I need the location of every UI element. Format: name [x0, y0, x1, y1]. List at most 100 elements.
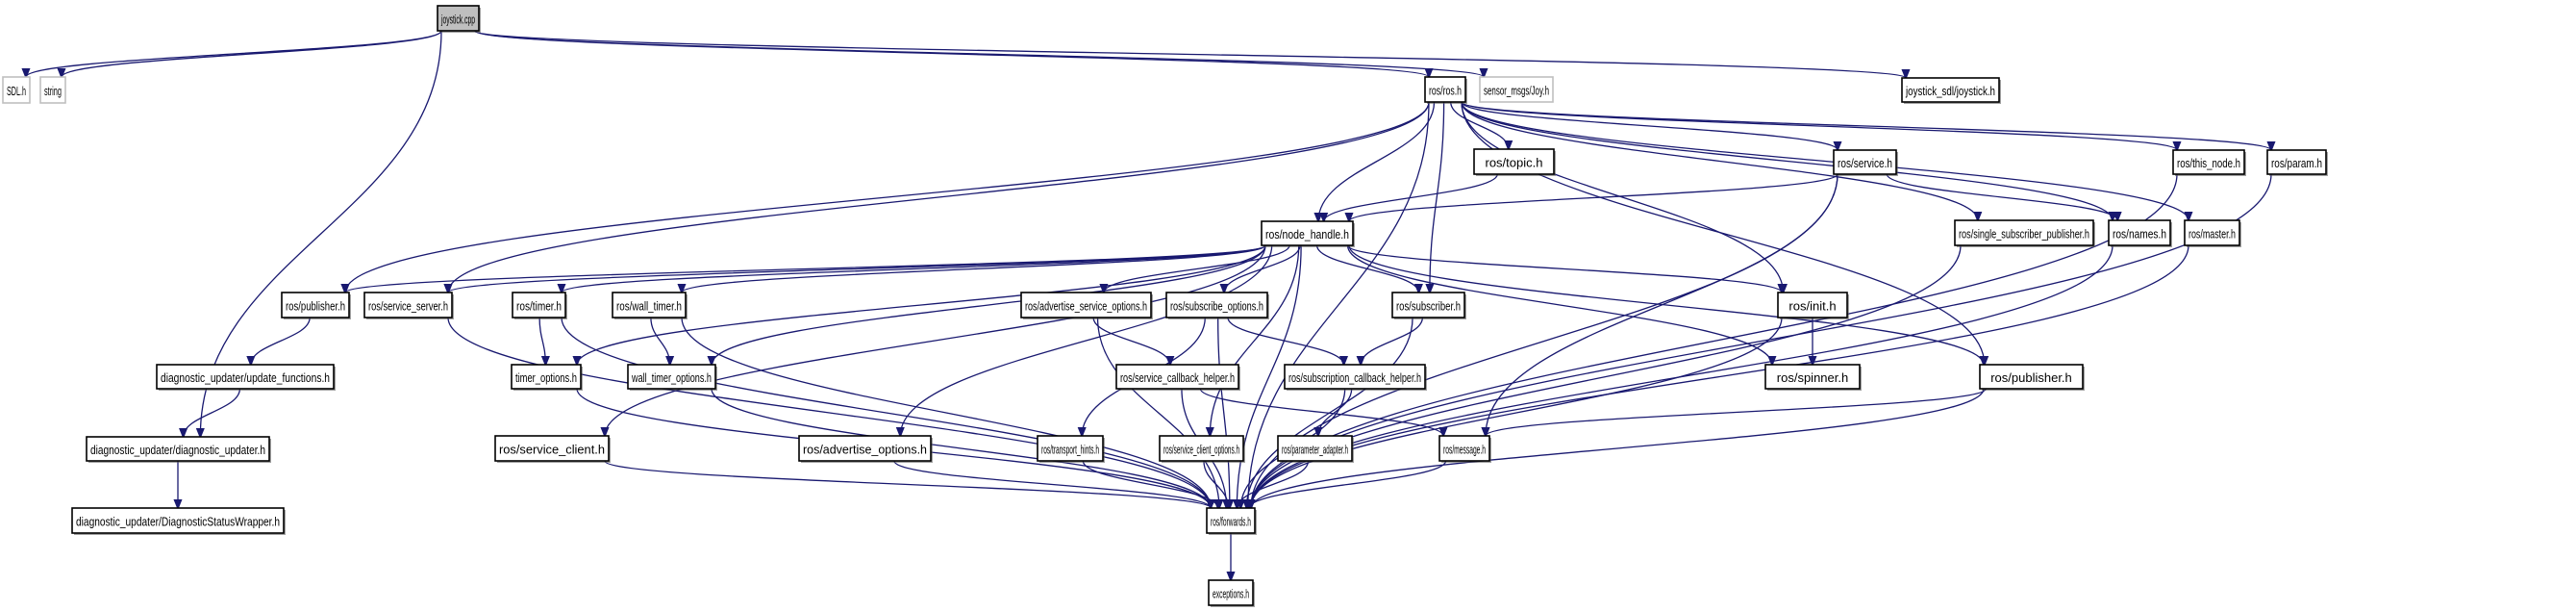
graph-node-adv-srv-opts-h[interactable]: ros/advertise_service_options.h	[1020, 292, 1153, 319]
graph-node-node-handle-h[interactable]: ros/node_handle.h	[1261, 220, 1355, 247]
node-box	[1979, 364, 2084, 390]
node-label: string	[44, 84, 62, 98]
graph-node-diag-updater-h[interactable]: diagnostic_updater/diagnostic_updater.h	[86, 436, 271, 463]
node-box	[798, 435, 932, 462]
node-label: ros/service.h	[1838, 156, 1892, 170]
node-label: timer_options.h	[515, 370, 577, 385]
graph-node-upd-funcs-h[interactable]: diagnostic_updater/update_functions.h	[156, 364, 336, 391]
graph-node-init-h[interactable]: ros/init.h	[1777, 292, 1849, 319]
graph-node-transport-hints-h[interactable]: ros/transport_hints.h	[1037, 435, 1105, 463]
node-box	[1764, 364, 1861, 390]
graph-node-forwards-h[interactable]: ros/forwards.h	[1206, 507, 1257, 535]
graph-node-sub-opts-h[interactable]: ros/subscribe_options.h	[1165, 292, 1269, 319]
node-box	[363, 292, 453, 318]
node-box	[1020, 292, 1152, 318]
graph-node-sub-cb-helper-h[interactable]: ros/subscription_callback_helper.h	[1284, 364, 1427, 391]
edge-ros_h-to-param_h	[1461, 101, 2271, 150]
graph-node-master-h[interactable]: ros/master.h	[2184, 219, 2241, 247]
node-label: ros/names.h	[2113, 227, 2166, 242]
node-box	[1284, 364, 1426, 390]
node-label: ros/timer.h	[516, 299, 562, 314]
edge-wall_timer_h-to-forwards_h	[681, 317, 1211, 508]
graph-node-service-server-h[interactable]: ros/service_server.h	[363, 292, 454, 319]
node-box	[1159, 435, 1244, 462]
node-box	[2, 76, 31, 104]
edge-subscriber_h-to-forwards_h	[1246, 317, 1413, 508]
edge-service_h-to-node_handle_h	[1349, 173, 1838, 221]
graph-node-ssp-h[interactable]: ros/single_subscriber_publisher.h	[1954, 219, 2095, 247]
graph-node-exceptions-h[interactable]: exceptions.h	[1208, 579, 1255, 607]
graph-node-joy-h: sensor_msgs/Joy.h	[1479, 76, 1554, 103]
edge-srv_client_opts_h-to-forwards_h	[1203, 460, 1229, 508]
graph-node-ros-h[interactable]: ros/ros.h	[1424, 76, 1467, 104]
node-label: ros/this_node.h	[2177, 156, 2240, 170]
node-box	[281, 292, 350, 318]
node-label: ros/master.h	[2188, 227, 2236, 242]
graph-node-joystick-h[interactable]: joystick_sdl/joystick.h	[1901, 77, 2001, 104]
edge-node_handle_h-to-timer_h	[562, 244, 1266, 293]
edge-joystick_cpp-to-joy_h	[474, 30, 1484, 77]
graph-node-spinner-h[interactable]: ros/spinner.h	[1764, 364, 1862, 391]
graph-node-wall-timer-opts-h[interactable]: wall_timer_options.h	[627, 364, 717, 391]
node-box	[1165, 292, 1268, 318]
node-box	[1833, 149, 1897, 175]
node-label: ros/topic.h	[1486, 156, 1543, 170]
node-label: ros/publisher.h	[1990, 370, 2072, 385]
node-box	[156, 364, 335, 390]
node-box	[494, 435, 610, 462]
edge-ros_h-to-publisher_r_h	[1461, 101, 1985, 365]
node-label: ros/service_client_options.h	[1163, 443, 1239, 457]
graph-node-topic-h[interactable]: ros/topic.h	[1473, 148, 1556, 176]
node-box	[1391, 292, 1465, 318]
node-box	[1424, 76, 1466, 103]
node-box	[511, 364, 582, 390]
node-label: ros/service_server.h	[368, 299, 448, 314]
node-label: ros/single_subscriber_publisher.h	[1959, 227, 2089, 242]
node-box	[512, 292, 566, 318]
graph-node-string: string	[39, 76, 66, 104]
edge-topic_h-to-node_handle_h	[1324, 173, 1498, 221]
edge-node_handle_h-to-wall_timer_opts_h	[712, 244, 1266, 365]
graph-node-names-h[interactable]: ros/names.h	[2108, 219, 2172, 247]
node-label: ros/advertise_options.h	[803, 443, 927, 457]
node-label: joystick_sdl/joystick.h	[1905, 84, 1995, 98]
graph-node-param-adapter-h[interactable]: ros/parameter_adapter.h	[1277, 435, 1354, 463]
edge-publisher_r_h-to-message_h	[1486, 388, 1987, 436]
graph-node-joystick-cpp[interactable]: joystick.cpp	[437, 5, 481, 33]
edge-joystick_cpp-to-string	[62, 30, 442, 77]
graph-node-publisher-l-h[interactable]: ros/publisher.h	[281, 292, 351, 319]
node-label: exceptions.h	[1213, 587, 1249, 601]
edge-service_client_h-to-forwards_h	[604, 460, 1211, 508]
edge-adv_srv_opts_h-to-forwards_h	[1096, 317, 1219, 508]
edge-ros_h-to-forwards_h	[1248, 101, 1430, 508]
graph-node-timer-h[interactable]: ros/timer.h	[512, 292, 567, 319]
graph-node-wall-timer-h[interactable]: ros/wall_timer.h	[612, 292, 688, 319]
graph-node-param-h[interactable]: ros/param.h	[2266, 149, 2328, 176]
edge-srv_cb_helper_h-to-message_h	[1199, 388, 1443, 436]
graph-node-service-h[interactable]: ros/service.h	[1833, 149, 1898, 176]
graph-node-service-client-h[interactable]: ros/service_client.h	[494, 435, 611, 463]
node-label: ros/service_client.h	[499, 443, 605, 457]
graph-node-timer-opts-h[interactable]: timer_options.h	[511, 364, 583, 391]
graph-node-srv-cb-helper-h[interactable]: ros/service_callback_helper.h	[1115, 364, 1240, 391]
graph-node-this-node-h[interactable]: ros/this_node.h	[2172, 149, 2246, 176]
node-box	[437, 5, 480, 32]
edge-joystick_cpp-to-ros_h	[474, 30, 1429, 77]
graph-node-srv-client-opts-h[interactable]: ros/service_client_options.h	[1159, 435, 1245, 463]
graph-node-publisher-r-h[interactable]: ros/publisher.h	[1979, 364, 2085, 391]
edge-node_handle_h-to-wall_timer_h	[682, 244, 1266, 293]
graph-node-message-h[interactable]: ros/message.h	[1438, 435, 1491, 463]
node-box	[1115, 364, 1239, 390]
node-box	[1777, 292, 1848, 318]
graph-node-diag-status-h[interactable]: diagnostic_updater/DiagnosticStatusWrapp…	[71, 507, 286, 535]
edge-joystick_cpp-to-sdl_h	[26, 30, 442, 77]
node-box	[1261, 220, 1354, 246]
graph-node-adv-opts-h[interactable]: ros/advertise_options.h	[798, 435, 933, 463]
edge-wall_timer_opts_h-to-forwards_h	[711, 388, 1211, 508]
graph-node-subscriber-h[interactable]: ros/subscriber.h	[1391, 292, 1466, 319]
edge-node_handle_h-to-service_server_h	[448, 244, 1266, 293]
node-label: ros/subscribe_options.h	[1170, 299, 1263, 314]
edge-ros_h-to-init_h	[1461, 101, 1783, 293]
node-label: diagnostic_updater/DiagnosticStatusWrapp…	[76, 515, 280, 529]
node-label: ros/init.h	[1788, 299, 1836, 314]
